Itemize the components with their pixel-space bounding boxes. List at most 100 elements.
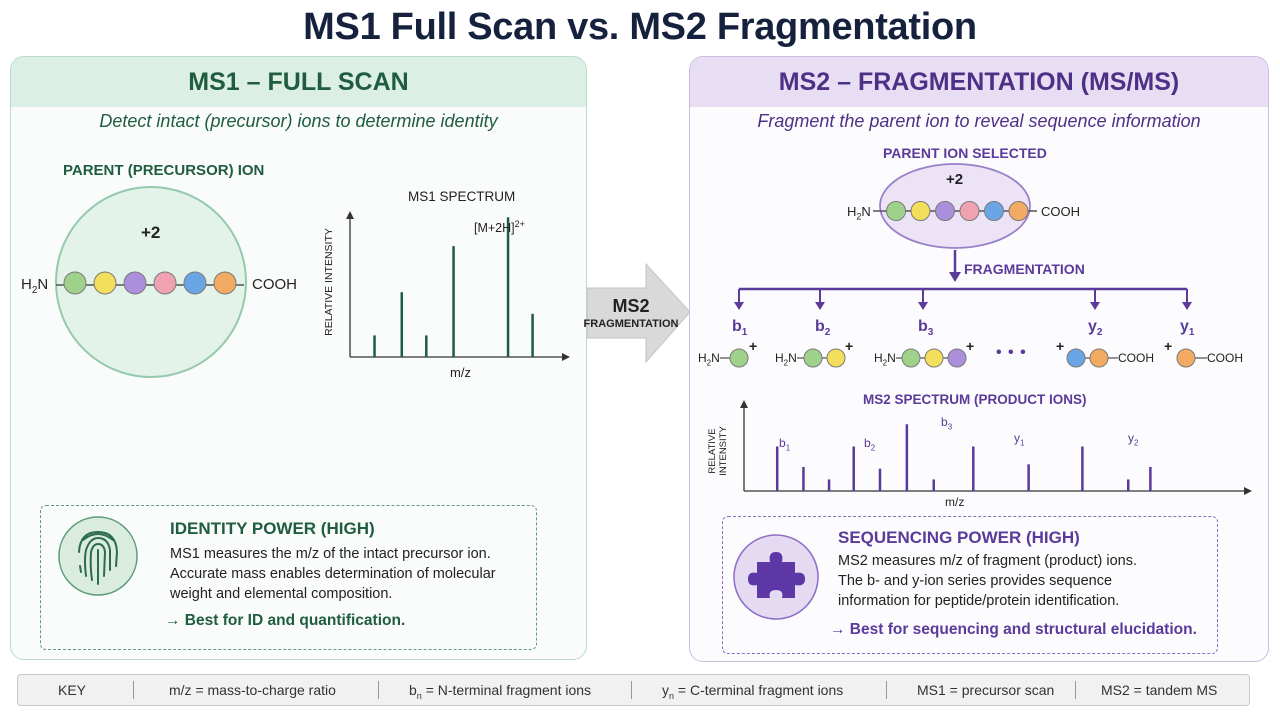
ms1-header: MS1 – FULL SCAN — [11, 57, 586, 107]
amino-acid-bead — [901, 348, 921, 368]
ms1-spectrum-title: MS1 SPECTRUM — [408, 189, 516, 204]
spectrum-peak — [802, 466, 805, 491]
y-axis-arrowhead — [346, 211, 354, 219]
fragment-b3-n-terminus: H2N — [874, 351, 896, 368]
ms2-y-axis-label: RELATIVE INTENSITY — [707, 426, 729, 476]
fragment-arrowhead — [815, 302, 825, 310]
page-title: MS1 Full Scan vs. MS2 Fragmentation — [303, 6, 977, 48]
fragment-b3-label: b3 — [918, 318, 934, 339]
ms2-peak-b2: b2 — [864, 436, 876, 453]
ion-halo — [55, 186, 247, 378]
ms2-header: MS2 – FRAGMENTATION (MS/MS) — [690, 57, 1268, 107]
amino-acid-bead — [886, 201, 906, 221]
spectrum-peak — [506, 217, 510, 357]
key-divider — [886, 681, 887, 699]
ms2-subtitle: Fragment the parent ion to reveal sequen… — [757, 111, 1201, 131]
amino-acid-bead — [123, 271, 147, 295]
amino-acid-bead — [729, 348, 749, 368]
amino-acid-bead — [910, 201, 931, 221]
ms2-n-terminus: H2N — [847, 204, 871, 222]
spectrum-peak — [852, 446, 855, 491]
amino-acid-bead — [1089, 348, 1109, 368]
ms1-x-axis-label: m/z — [450, 365, 471, 380]
ms2-charge: +2 — [946, 171, 964, 188]
spectrum-peak — [452, 246, 455, 357]
key-item-bn: bn = N-terminal fragment ions — [409, 682, 592, 701]
spectrum-peak — [1126, 479, 1130, 491]
amino-acid-bead — [183, 271, 207, 295]
fragment-y2-label: y2 — [1088, 318, 1103, 339]
ms1-parent-label: PARENT (PRECURSOR) ION — [63, 162, 265, 179]
fragment-b3-charge: + — [966, 338, 975, 354]
x-axis-arrowhead — [562, 353, 570, 361]
spectrum-peak — [905, 424, 909, 491]
fragment-y2-c-terminus: COOH — [1118, 351, 1154, 365]
key-item-yn: yn = C-terminal fragment ions — [662, 682, 844, 701]
fragment-b1-charge: + — [749, 338, 758, 354]
key-divider — [1075, 681, 1076, 699]
amino-acid-bead — [826, 348, 846, 368]
fragment-y1-c-terminus: COOH — [1207, 351, 1243, 365]
amino-acid-bead — [1008, 201, 1029, 221]
ms1-precursor-ion — [55, 186, 247, 378]
fragment-arrowhead — [1090, 302, 1100, 310]
ms2-peak-y1: y1 — [1014, 431, 1025, 448]
fragment-arrowhead — [734, 302, 744, 310]
sequencing-best: → Best for sequencing and structural elu… — [830, 621, 1197, 638]
amino-acid-bead — [935, 201, 955, 221]
key-item-mz: m/z = mass-to-charge ratio — [169, 682, 336, 698]
fragment-b2-label: b2 — [815, 318, 831, 339]
key-divider — [631, 681, 632, 699]
amino-acid-bead — [1066, 348, 1086, 368]
identity-text-1: MS1 measures the m/z of the intact precu… — [170, 546, 491, 562]
ms1-c-terminus: COOH — [252, 276, 297, 293]
ms1-n-terminus: H2N — [21, 276, 49, 296]
spectrum-peak — [425, 335, 428, 357]
fragment-y1-charge: + — [1164, 338, 1173, 354]
transition-arrow — [586, 262, 691, 364]
ms2-peak-y2: y2 — [1128, 431, 1139, 448]
amino-acid-bead — [93, 271, 117, 295]
amino-acid-bead — [924, 348, 944, 368]
fragment-b1-n-terminus: H2N — [698, 351, 720, 368]
amino-acid-bead — [947, 348, 967, 368]
ms2-spectrum-chart — [740, 400, 1252, 495]
amino-acid-bead — [803, 348, 823, 368]
spectrum-peak — [531, 313, 534, 357]
key-bar: KEY m/z = mass-to-charge ratio bn = N-te… — [17, 674, 1250, 706]
spectrum-peak — [827, 479, 831, 491]
amino-acid-bead — [63, 271, 87, 295]
amino-acid-bead — [213, 271, 237, 295]
spectrum-peak — [1081, 446, 1084, 491]
fragment-arrowhead — [1182, 302, 1192, 310]
sequencing-text-2: The b- and y-ion series provides sequenc… — [838, 573, 1113, 589]
ms2-spectrum-title: MS2 SPECTRUM (PRODUCT IONS) — [863, 392, 1087, 407]
identity-text-3: weight and elemental composition. — [170, 586, 393, 602]
identity-power-box — [40, 505, 537, 650]
fragmentation-label: FRAGMENTATION — [964, 261, 1085, 277]
spectrum-peak — [373, 335, 376, 357]
amino-acid-bead — [1176, 348, 1196, 368]
key-divider — [378, 681, 379, 699]
identity-text-2: Accurate mass enables determination of m… — [170, 566, 496, 582]
spectrum-peak — [1149, 466, 1152, 491]
y-axis-arrowhead — [740, 400, 748, 408]
fragment-ellipsis: • • • — [996, 344, 1027, 361]
ms1-subtitle: Detect intact (precursor) ions to determ… — [99, 111, 498, 131]
fragment-y2-charge: + — [1056, 338, 1065, 354]
ms1-spectrum-chart — [346, 211, 570, 361]
ms1-y-axis-label: RELATIVE INTENSITY — [323, 228, 335, 336]
ms1-charge: +2 — [141, 223, 161, 242]
key-item-ms1: MS1 = precursor scan — [917, 682, 1055, 698]
key-label: KEY — [58, 682, 87, 698]
key-divider — [133, 681, 134, 699]
fragment-y1-label: y1 — [1180, 318, 1195, 339]
amino-acid-bead — [959, 201, 980, 221]
x-axis-arrowhead — [1244, 487, 1252, 495]
sequencing-text-1: MS2 measures m/z of fragment (product) i… — [838, 553, 1137, 569]
amino-acid-bead — [153, 271, 177, 295]
fragment-b1-label: b1 — [732, 318, 748, 339]
identity-best: → Best for ID and quantification. — [165, 612, 406, 629]
ms2-parent-ion — [720, 163, 1207, 368]
puzzle-piece-icon — [733, 534, 819, 620]
